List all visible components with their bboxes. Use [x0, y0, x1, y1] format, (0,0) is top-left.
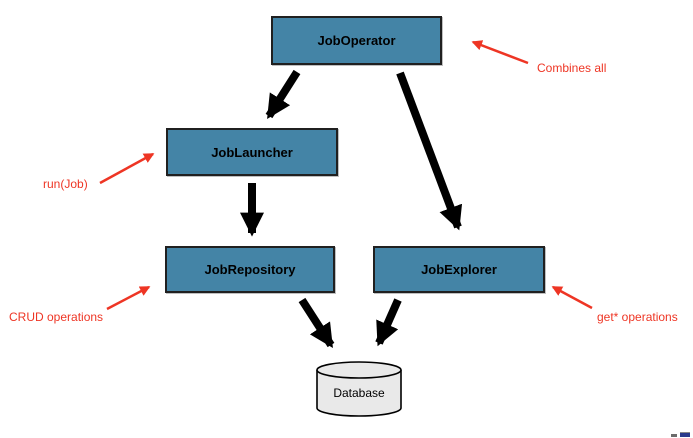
node-job-launcher-label: JobLauncher: [211, 144, 293, 160]
annotation-arrow-get-operations: [551, 285, 593, 310]
annotation-arrow-crud-operations: [106, 285, 151, 311]
node-job-repository[interactable]: JobRepository: [165, 246, 335, 293]
edge-explorer-to-database: [375, 298, 402, 347]
annotation-arrow-run-job: [99, 152, 155, 185]
corner-watermark-mark-left: [671, 434, 677, 437]
annotation-combines-all: Combines all: [537, 61, 607, 75]
node-database-label: Database: [333, 386, 385, 400]
annotation-arrow-combines-all: [471, 40, 529, 65]
node-job-explorer[interactable]: JobExplorer: [373, 246, 545, 293]
node-job-operator[interactable]: JobOperator: [271, 16, 442, 65]
edge-repository-to-database: [298, 297, 335, 349]
node-job-launcher[interactable]: JobLauncher: [166, 128, 338, 176]
database-cylinder-icon: [316, 361, 402, 417]
annotation-run-job: run(Job): [43, 177, 88, 191]
corner-watermark: [671, 432, 690, 437]
edge-operator-to-explorer: [396, 71, 463, 231]
corner-watermark-mark-right: [680, 432, 690, 437]
annotation-crud-operations: CRUD operations: [9, 310, 104, 324]
annotation-get-operations: get* operations: [597, 310, 678, 324]
node-database[interactable]: Database: [315, 360, 403, 420]
node-job-repository-label: JobRepository: [204, 262, 296, 277]
node-job-operator-label: JobOperator: [317, 33, 396, 48]
edge-operator-to-launcher: [265, 69, 301, 120]
node-job-explorer-label: JobExplorer: [421, 262, 497, 277]
